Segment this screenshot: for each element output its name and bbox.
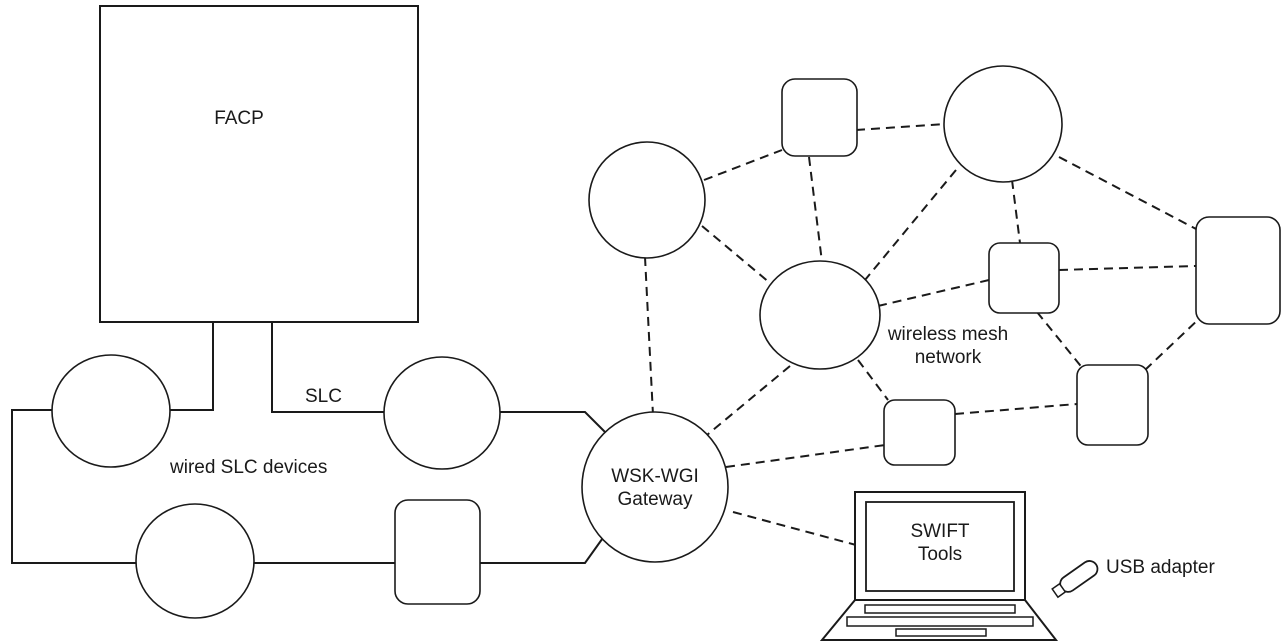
mesh-node-square-mid-right: [988, 242, 1060, 314]
mesh-link: [706, 365, 791, 436]
gateway-label-line2: Gateway: [618, 489, 693, 510]
mesh-link: [1011, 179, 1021, 244]
mesh-link: [703, 149, 783, 181]
mesh-link: [864, 169, 957, 281]
mesh-node-circle-top-right: [943, 65, 1063, 183]
slc-label: SLC: [305, 386, 342, 407]
mesh-node-circle-center: [759, 260, 881, 370]
usb-adapter-plug: [1051, 582, 1067, 599]
mesh-link: [954, 403, 1078, 415]
mesh-link: [808, 156, 823, 263]
laptop-key-row-1: [864, 604, 1016, 614]
mesh-link: [1058, 265, 1197, 271]
mesh-link: [855, 123, 946, 131]
facp-panel: [99, 5, 419, 323]
mesh-node-square-lower-center: [883, 399, 956, 466]
facp-label: FACP: [214, 108, 264, 129]
wsk-wgi-gateway: [581, 411, 729, 563]
slc-wire-left: [170, 322, 214, 411]
mesh-link: [857, 359, 889, 401]
laptop-label-line2: Tools: [918, 544, 962, 565]
mesh-label-line2: network: [915, 347, 982, 368]
laptop-label-line1: SWIFT: [910, 521, 969, 542]
mesh-link: [1036, 311, 1085, 371]
laptop-touchpad: [895, 628, 987, 637]
mesh-link: [644, 256, 654, 416]
mesh-link: [701, 225, 771, 284]
wired-device-3: [135, 503, 255, 619]
slc-wire-to-gateway-top: [500, 411, 609, 436]
laptop-icon: [819, 491, 1059, 641]
wired-device-2: [383, 356, 501, 470]
wired-slc-devices-label: wired SLC devices: [169, 457, 327, 478]
mesh-node-circle-upper-left: [588, 141, 706, 259]
slc-wire-right: [271, 322, 384, 413]
slc-wire-outer-loop: [11, 409, 137, 564]
laptop-screen-inner: [865, 501, 1015, 592]
wired-device-1: [51, 354, 171, 468]
usb-adapter-icon: [1051, 560, 1099, 599]
mesh-link: [877, 279, 990, 307]
mesh-node-rect-far-right: [1195, 216, 1281, 325]
mesh-link: [1144, 315, 1203, 371]
wired-device-4: [394, 499, 481, 605]
slc-wire-to-gateway-bottom: [480, 534, 606, 564]
mesh-links: [644, 123, 1203, 546]
laptop-key-row-2: [846, 616, 1034, 627]
mesh-node-square-lower-right: [1076, 364, 1149, 446]
gateway-label-line1: WSK-WGI: [611, 466, 699, 487]
mesh-node-square-top: [781, 78, 858, 157]
mesh-link: [732, 511, 857, 546]
usb-adapter-label: USB adapter: [1106, 557, 1215, 578]
mesh-label-line1: wireless mesh: [887, 324, 1008, 345]
mesh-link: [1058, 156, 1199, 231]
mesh-link: [725, 444, 886, 468]
